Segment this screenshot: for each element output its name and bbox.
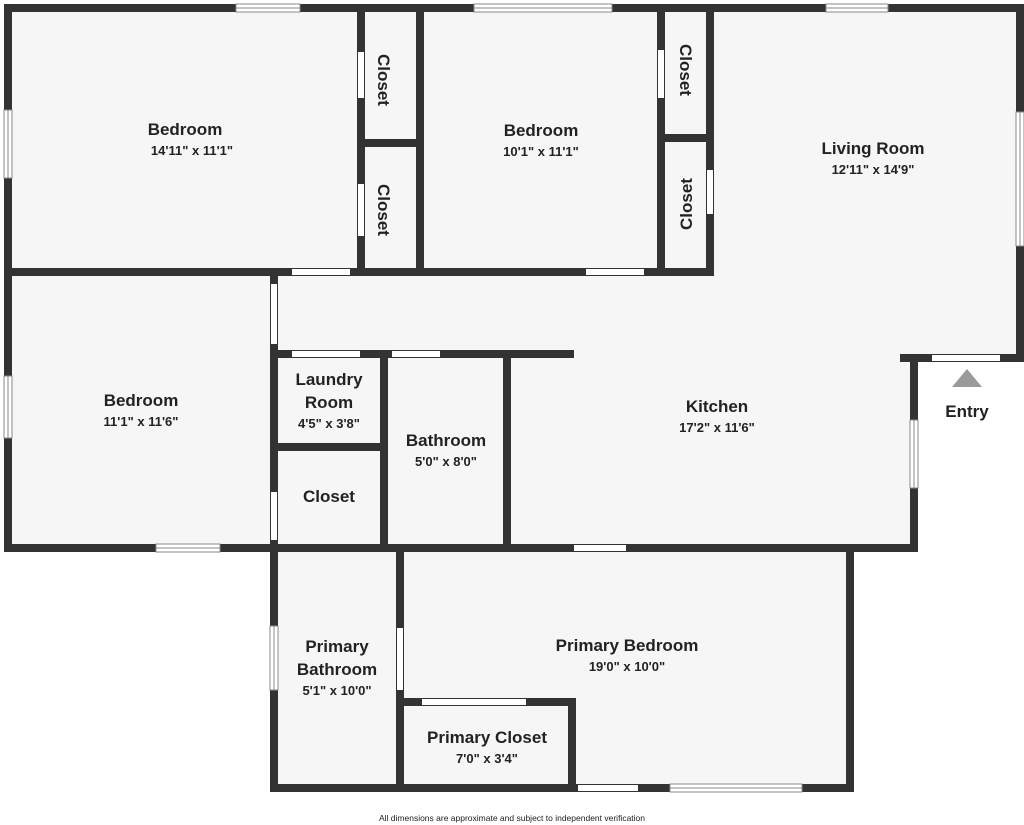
primary-bedroom-dims: 19'0" x 10'0" <box>589 659 665 674</box>
bathroom-name: Bathroom <box>406 431 486 450</box>
bedroom-2-dims: 10'1" x 11'1" <box>503 144 579 159</box>
disclaimer-text: All dimensions are approximate and subje… <box>379 813 645 823</box>
kitchen-dims: 17'2" x 11'6" <box>679 420 755 435</box>
primary-bathroom-name-line1: Primary <box>305 637 369 656</box>
bedroom-3-dims: 11'1" x 11'6" <box>104 414 179 429</box>
entry-arrow-icon <box>952 369 982 387</box>
living-room-dims: 12'11" x 14'9" <box>832 162 915 177</box>
kitchen-name: Kitchen <box>686 397 748 416</box>
entry-label: Entry <box>945 402 989 421</box>
door-openings <box>271 50 1000 791</box>
windows <box>3 3 1024 793</box>
primary-bedroom-name: Primary Bedroom <box>556 636 699 655</box>
bedroom-1-name: Bedroom <box>148 120 223 139</box>
room-labels: Bedroom 14'11" x 11'1" Closet Closet Bed… <box>104 44 990 766</box>
bedroom-1-dims: 14'11" x 11'1" <box>151 143 233 158</box>
primary-bathroom-name-line2: Bathroom <box>297 660 377 679</box>
closet-1-name: Closet <box>374 54 393 106</box>
laundry-room-name-line2: Room <box>305 393 353 412</box>
closet-5-name: Closet <box>303 487 355 506</box>
bathroom-dims: 5'0" x 8'0" <box>415 454 477 469</box>
closet-2-name: Closet <box>374 184 393 236</box>
primary-bathroom-dims: 5'1" x 10'0" <box>302 683 371 698</box>
primary-closet-dims: 7'0" x 3'4" <box>456 751 518 766</box>
living-room-name: Living Room <box>822 139 925 158</box>
closet-4-name: Closet <box>677 178 696 230</box>
laundry-room-name-line1: Laundry <box>295 370 363 389</box>
laundry-room-dims: 4'5" x 3'8" <box>298 416 360 431</box>
primary-closet-name: Primary Closet <box>427 728 547 747</box>
bedroom-3-name: Bedroom <box>104 391 179 410</box>
bedroom-2-name: Bedroom <box>504 121 579 140</box>
room-floors <box>8 8 1024 788</box>
closet-3-name: Closet <box>676 44 695 96</box>
